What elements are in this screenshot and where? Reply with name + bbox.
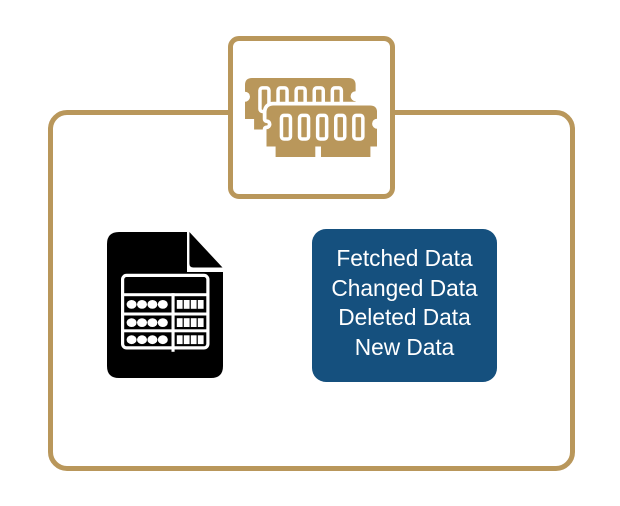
spreadsheet-file-icon bbox=[107, 232, 223, 378]
data-panel-line-new: New Data bbox=[354, 333, 455, 360]
memory-box bbox=[228, 36, 395, 199]
file-fold bbox=[189, 232, 223, 268]
data-panel: Fetched Data Changed Data Deleted Data N… bbox=[312, 229, 497, 382]
data-panel-line-fetched: Fetched Data bbox=[336, 245, 473, 272]
memory-module-front bbox=[266, 105, 377, 157]
memory-modules-icon bbox=[244, 78, 377, 157]
file-table bbox=[121, 273, 210, 352]
data-panel-line-changed: Changed Data bbox=[331, 274, 478, 301]
data-panel-line-deleted: Deleted Data bbox=[338, 304, 471, 331]
